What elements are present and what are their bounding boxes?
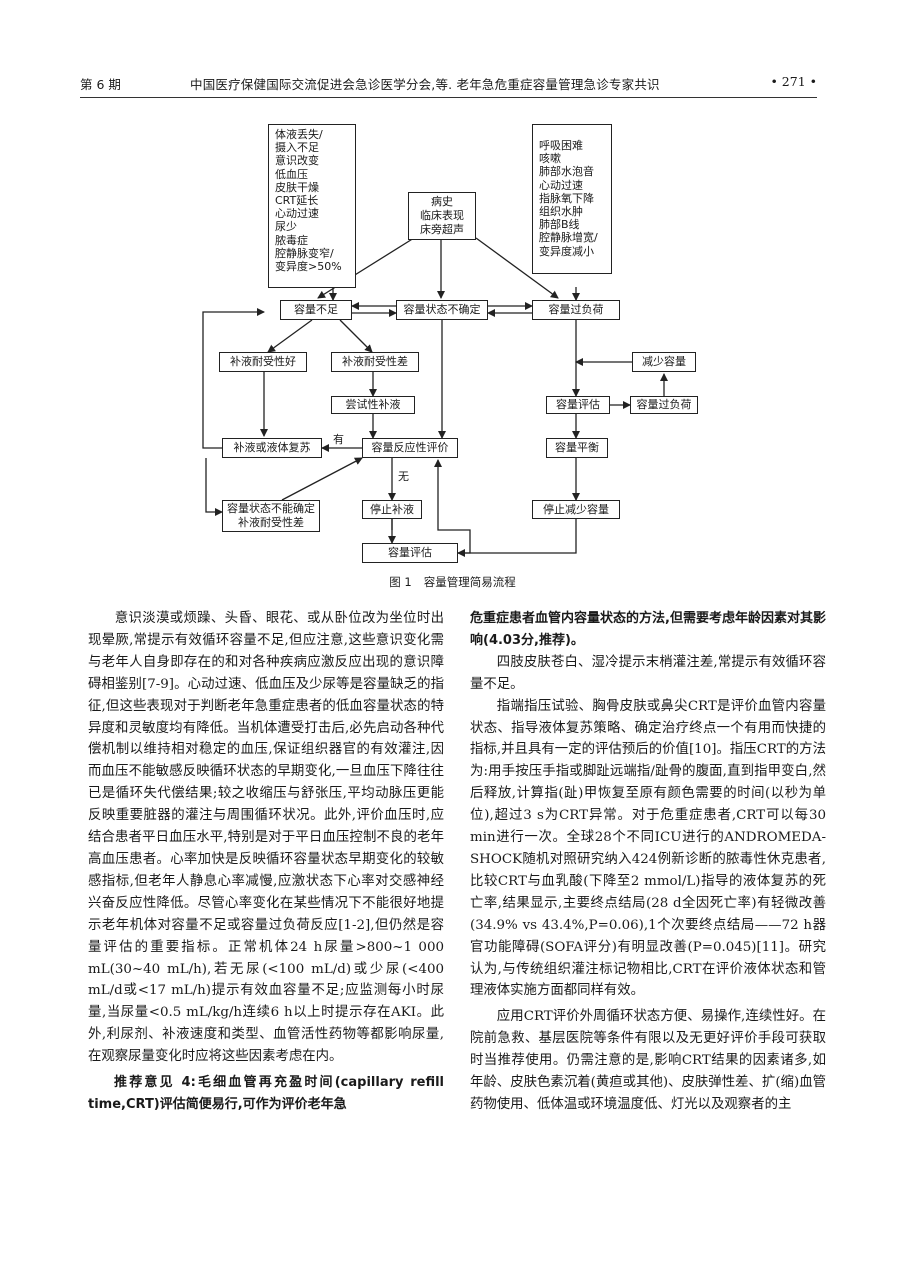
- arrow-center-to-insufficient: [317, 237, 415, 299]
- arrow-center-to-overload: [475, 237, 559, 299]
- tolerance-poor-box: 补液耐受性差: [331, 352, 419, 372]
- right-column: 危重症患者血管内容量状态的方法,但需要考虑年龄因素对其影响(4.03分,推荐)。…: [470, 608, 826, 1116]
- flowchart-arrows: [202, 237, 668, 557]
- assessment-sources-box: 病史 临床表现 床旁超声: [408, 192, 476, 240]
- list-item: 脓毒症: [275, 233, 308, 247]
- recommendation-heading: 推荐意见 4:毛细血管再充盈时间(capillary refill time,C…: [88, 1075, 444, 1112]
- tolerance-good-box: 补液耐受性好: [219, 352, 307, 372]
- arrow-resusc-to-insufficient: [202, 308, 265, 449]
- uncertain-line: 容量状态不能确定: [227, 502, 315, 515]
- list-item: 低血压: [275, 167, 308, 181]
- list-item: 腔静脉变窄/: [275, 246, 334, 260]
- list-item: 意识改变: [275, 154, 319, 168]
- arrow-uncertain-box-to-responsive: [281, 457, 363, 501]
- uncertain-tolerance-box: 容量状态不能确定 补液耐受性差: [222, 500, 320, 532]
- flowchart: 体液丢失/ 摄入不足 意识改变 低血压 皮肤干燥 CRT延长 心动过速 尿少 脓…: [0, 0, 905, 600]
- volume-insufficient-box: 容量不足: [280, 300, 352, 320]
- list-item: 呼吸困难: [539, 139, 583, 152]
- arrow-assess-to-responsive: [434, 459, 471, 554]
- left-column: 意识淡漠或烦躁、头昏、眼花、或从卧位改为坐位时出现晕厥,常提示有效循环容量不足,…: [88, 608, 444, 1116]
- uncertain-line: 补液耐受性差: [238, 516, 304, 529]
- trial-fluid-box: 尝试性补液: [331, 396, 415, 414]
- running-header: 第 6 期 中国医疗保健国际交流促进会急诊医学分会,等. 老年急危重症容量管理急…: [80, 70, 817, 94]
- list-item: 心动过速: [539, 178, 583, 192]
- list-item: 皮肤干燥: [275, 180, 319, 194]
- list-item: 心动过速: [275, 207, 319, 221]
- overload-signs-box: 呼吸困难 咳嗽 肺部水泡音 心动过速 指脉氧下降 组织水肿 肺部B线 腔静脉增宽…: [532, 124, 612, 274]
- volume-balance-box: 容量平衡: [546, 438, 608, 458]
- volume-assess-bottom-box: 容量评估: [362, 543, 458, 563]
- insufficiency-signs-box: 体液丢失/ 摄入不足 意识改变 低血压 皮肤干燥 CRT延长 心动过速 尿少 脓…: [268, 124, 356, 288]
- no-label: 无: [398, 470, 409, 483]
- paragraph: 四肢皮肤苍白、湿冷提示末梢灌注差,常提示有效循环容量不足。: [470, 654, 826, 692]
- center-line: 临床表现: [420, 209, 464, 222]
- arrow-stopreduce-to-assess: [457, 519, 577, 557]
- responsiveness-eval-box: 容量反应性评价: [362, 438, 458, 458]
- volume-overload-box: 容量过负荷: [532, 300, 620, 320]
- center-line: 病史: [431, 195, 453, 208]
- list-item: 体液丢失/: [275, 128, 323, 141]
- volume-assess-right-box: 容量评估: [546, 396, 610, 414]
- paragraph: 应用CRT评价外周循环状态方便、易操作,连续性好。在院前急救、基层医院等条件有限…: [470, 1009, 826, 1112]
- yes-label: 有: [333, 433, 344, 446]
- list-item: 腔静脉增宽/: [539, 231, 598, 245]
- list-item: 肺部水泡音: [539, 165, 594, 179]
- list-item: CRT延长: [275, 194, 319, 208]
- volume-overload-2-box: 容量过负荷: [630, 396, 698, 414]
- stop-fluid-box: 停止补液: [362, 500, 422, 519]
- figure-number: 图 1: [389, 575, 412, 589]
- fluid-resuscitation-box: 补液或液体复苏: [222, 438, 322, 458]
- recommendation-continued: 危重症患者血管内容量状态的方法,但需要考虑年龄因素对其影响(4.03分,推荐)。: [470, 611, 826, 648]
- list-item: 变异度>50%: [275, 260, 342, 274]
- header-rule: [80, 97, 817, 98]
- stop-reduce-box: 停止减少容量: [532, 500, 620, 519]
- list-item: 咳嗽: [539, 152, 561, 166]
- list-item: 组织水肿: [539, 205, 583, 219]
- reduce-volume-box: 减少容量: [632, 352, 696, 372]
- list-item: 摄入不足: [275, 141, 319, 155]
- list-item: 变异度减小: [539, 244, 594, 258]
- arrow-resusc-to-uncertainbox: [205, 458, 223, 516]
- list-item: 肺部B线: [539, 218, 580, 232]
- list-item: 尿少: [275, 220, 297, 234]
- running-title: 中国医疗保健国际交流促进会急诊医学分会,等. 老年急危重症容量管理急诊专家共识: [190, 77, 660, 92]
- issue-number: 第 6 期: [80, 77, 121, 92]
- figure-caption: 图 1 容量管理简易流程: [0, 574, 905, 590]
- figure-title: 容量管理简易流程: [423, 575, 516, 589]
- volume-uncertain-box: 容量状态不确定: [396, 300, 488, 320]
- arrow-to-tolerance-good: [267, 319, 313, 353]
- page-number: • 271 •: [770, 74, 817, 89]
- paragraph: 意识淡漠或烦躁、头昏、眼花、或从卧位改为坐位时出现晕厥,常提示有效循环容量不足,…: [88, 611, 444, 1065]
- arrow-to-tolerance-poor: [339, 319, 373, 353]
- list-item: 指脉氧下降: [539, 191, 594, 205]
- center-line: 床旁超声: [420, 223, 464, 236]
- paragraph: 指端指压试验、胸骨皮肤或鼻尖CRT是评价血管内容量状态、指导液体复苏策略、确定治…: [470, 698, 826, 999]
